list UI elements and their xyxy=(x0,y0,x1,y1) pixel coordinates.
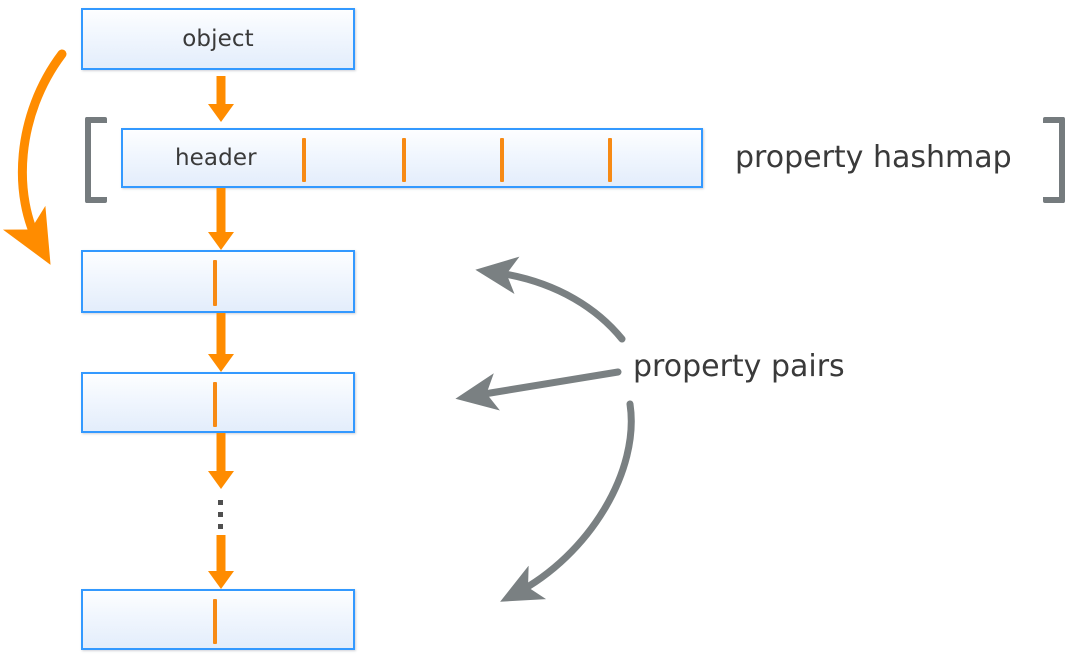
arrow-hashmap-to-pair1 xyxy=(204,188,238,250)
pair-thread-line xyxy=(213,260,217,306)
arrow-pair1-to-pair2 xyxy=(204,313,238,372)
hashmap-cell-separator xyxy=(302,138,306,182)
arrow-pairs-label-to-pair-last xyxy=(500,400,635,602)
property-pair-box-last[interactable] xyxy=(81,589,355,650)
arrow-pairs-label-to-pair1 xyxy=(475,256,626,343)
hashmap-open-bracket-icon xyxy=(85,117,107,203)
hashmap-cell-separator xyxy=(608,138,612,182)
pair-thread-line xyxy=(213,382,217,427)
object-box-label: object xyxy=(182,25,254,52)
property-pair-box-1-label xyxy=(83,252,353,311)
arrow-object-curved-to-pair1 xyxy=(2,49,67,265)
property-pair-box-2[interactable] xyxy=(81,372,355,433)
hashmap-close-bracket-icon xyxy=(1043,117,1065,203)
arrow-pairs-label-to-pair2 xyxy=(455,368,622,411)
property-pair-box-last-label xyxy=(83,591,353,648)
arrow-pair2-to-ellipsis xyxy=(204,433,238,489)
hashmap-cell-separator xyxy=(402,138,406,182)
hashmap-header-label: header xyxy=(175,144,257,171)
pair-thread-line xyxy=(213,599,217,644)
arrow-ellipsis-to-pair-last xyxy=(204,535,238,589)
property-pair-box-1[interactable] xyxy=(81,250,355,313)
property-hashmap-label: property hashmap xyxy=(735,140,1012,175)
property-hashmap-box[interactable]: header xyxy=(121,128,703,188)
object-box[interactable]: object xyxy=(81,8,355,70)
ellipsis-dot xyxy=(218,512,223,517)
ellipsis-dot xyxy=(218,500,223,505)
property-pair-box-2-label xyxy=(83,374,353,431)
property-pairs-label: property pairs xyxy=(633,349,845,384)
arrow-object-to-hashmap xyxy=(204,76,238,122)
ellipsis-dot xyxy=(218,524,223,529)
hashmap-cell-separator xyxy=(500,138,504,182)
